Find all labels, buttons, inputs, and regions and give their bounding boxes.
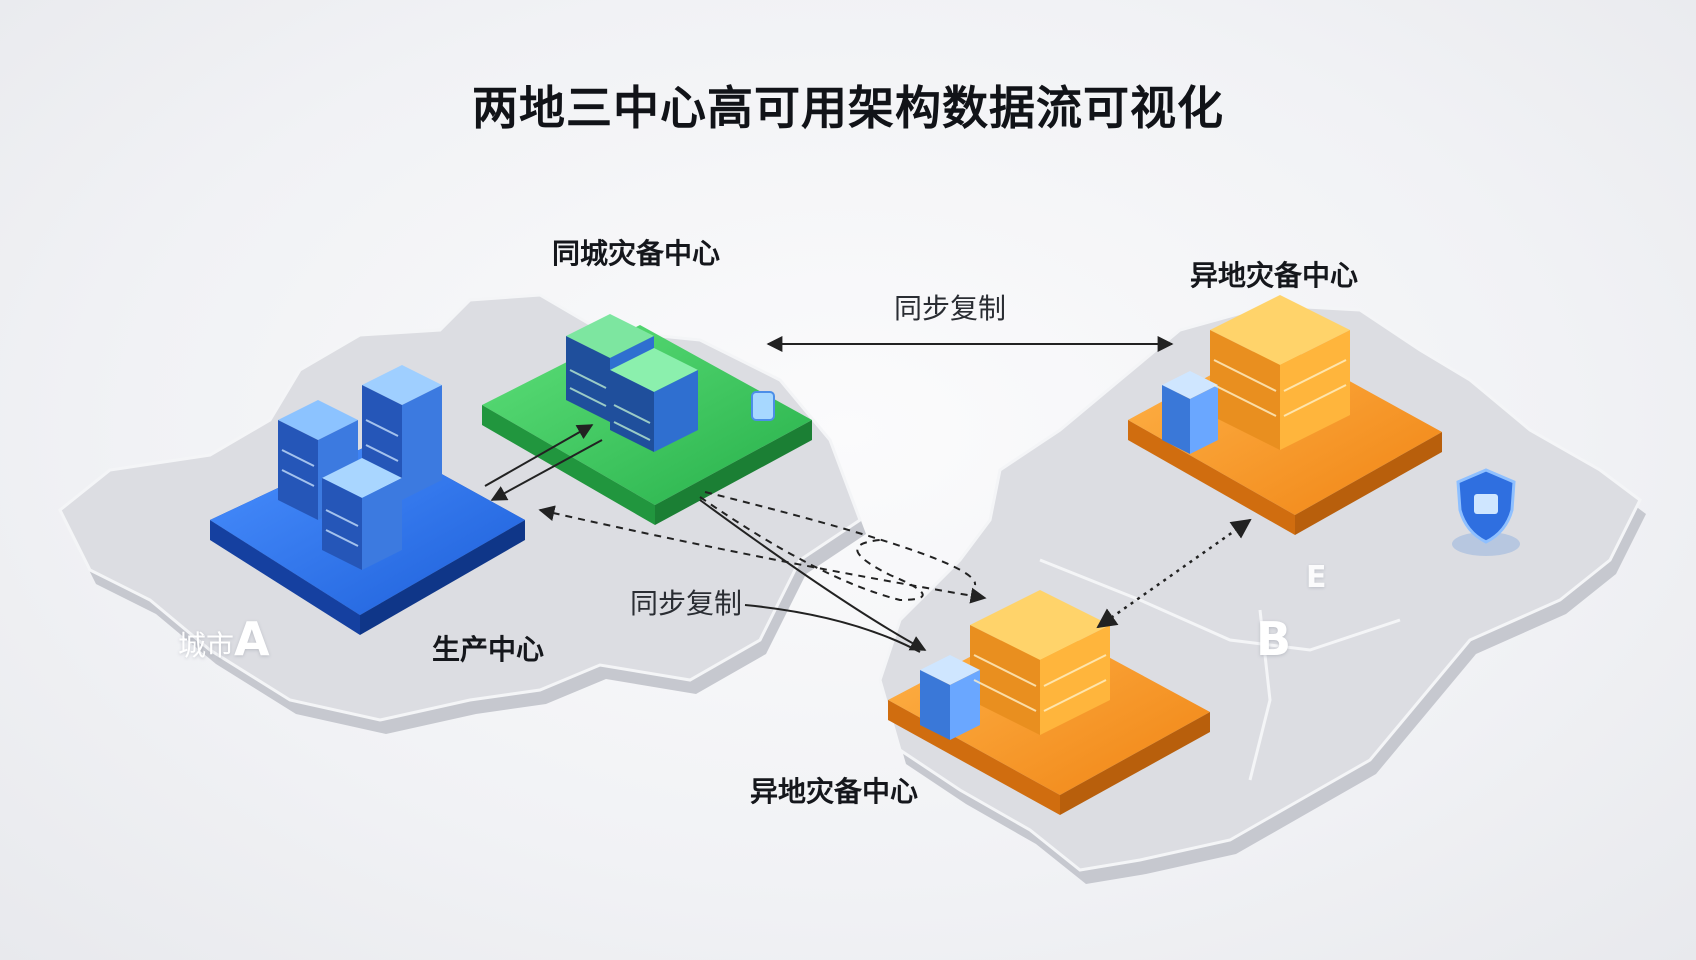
city-a-label: 城市A xyxy=(178,612,270,666)
solid-flow-1 xyxy=(699,499,927,651)
dashed-flow-3 xyxy=(699,496,924,602)
city-b-letter: B xyxy=(1256,612,1292,666)
sync-label-top: 同步复制 xyxy=(894,292,1007,325)
connections xyxy=(484,336,1252,653)
production-center-label: 生产中心 xyxy=(432,633,545,666)
page-title: 两地三中心高可用架构数据流可视化 xyxy=(472,81,1224,135)
sync-label-middle: 同步复制 xyxy=(630,587,743,620)
shield-icon xyxy=(1452,468,1520,556)
remote-bottom-server-racks xyxy=(920,590,1110,740)
same-city-center-label: 同城灾备中心 xyxy=(552,237,721,270)
solid-flow-2 xyxy=(744,604,921,653)
remote-center-top-label: 异地灾备中心 xyxy=(1190,259,1359,292)
production-server-racks xyxy=(278,365,442,570)
prod-samecity-arrow-2 xyxy=(490,439,603,501)
remote-link-dotted xyxy=(1096,518,1252,629)
prod-samecity-arrow-1 xyxy=(484,424,594,487)
city-a-letter: A xyxy=(234,612,270,666)
city-e-letter: E xyxy=(1306,560,1327,595)
dashed-flow-2 xyxy=(704,491,977,586)
same-city-server-racks xyxy=(566,314,775,452)
remote-top-server-racks xyxy=(1162,295,1350,454)
remote-center-bottom-label: 异地灾备中心 xyxy=(750,775,919,808)
city-a-prefix: 城市 xyxy=(178,629,235,662)
dashed-flow-1 xyxy=(538,505,987,604)
